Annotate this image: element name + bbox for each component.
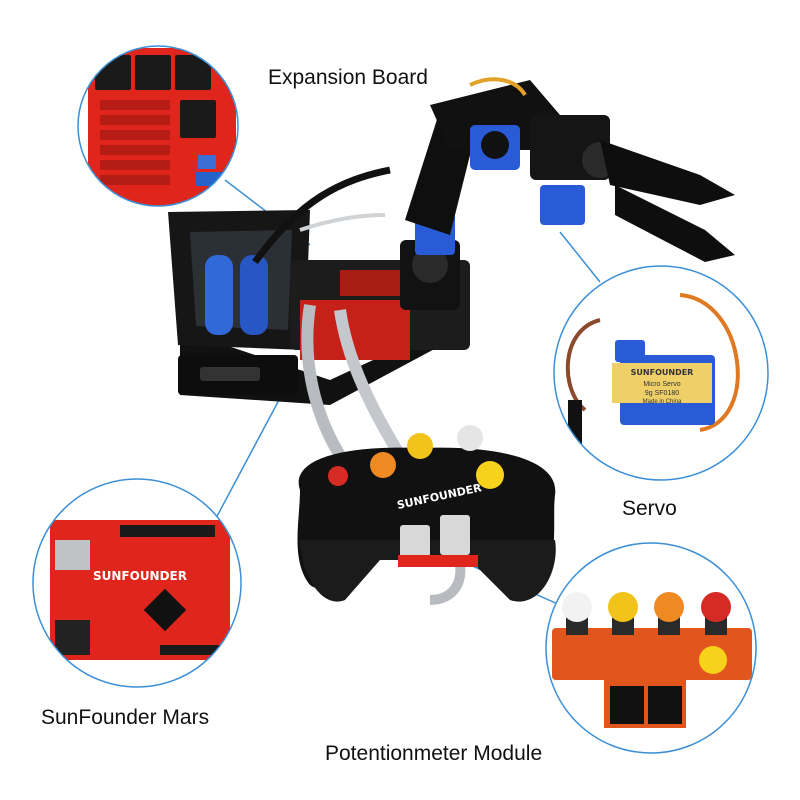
red-knob-icon <box>328 466 348 486</box>
callout-potentiometer-module <box>545 542 757 754</box>
controller: SUNFOUNDER <box>297 425 556 602</box>
callout-servo: SUNFOUNDER Micro Servo 9g SF0180 Made in… <box>553 265 769 481</box>
yellow-button-icon <box>476 461 504 489</box>
orange-knob-icon <box>370 452 396 478</box>
yellow-knob-icon <box>407 433 433 459</box>
callout-expansion-board <box>77 45 239 207</box>
label-potentiometer-module: Potentionmeter Module <box>325 742 543 765</box>
servo-line3: Made in China <box>643 399 682 405</box>
servo-line2: 9g SF0180 <box>645 390 679 397</box>
white-knob-icon <box>457 425 483 451</box>
servo-brand-text: SUNFOUNDER <box>631 368 694 377</box>
label-expansion-board: Expansion Board <box>268 66 428 89</box>
label-sunfounder-mars: SunFounder Mars <box>41 706 210 729</box>
servo-line1: Micro Servo <box>643 381 680 388</box>
board-brand-text: SUNFOUNDER <box>93 569 187 583</box>
label-servo: Servo <box>622 497 677 520</box>
callout-sunfounder-mars: SUNFOUNDER <box>32 478 242 688</box>
